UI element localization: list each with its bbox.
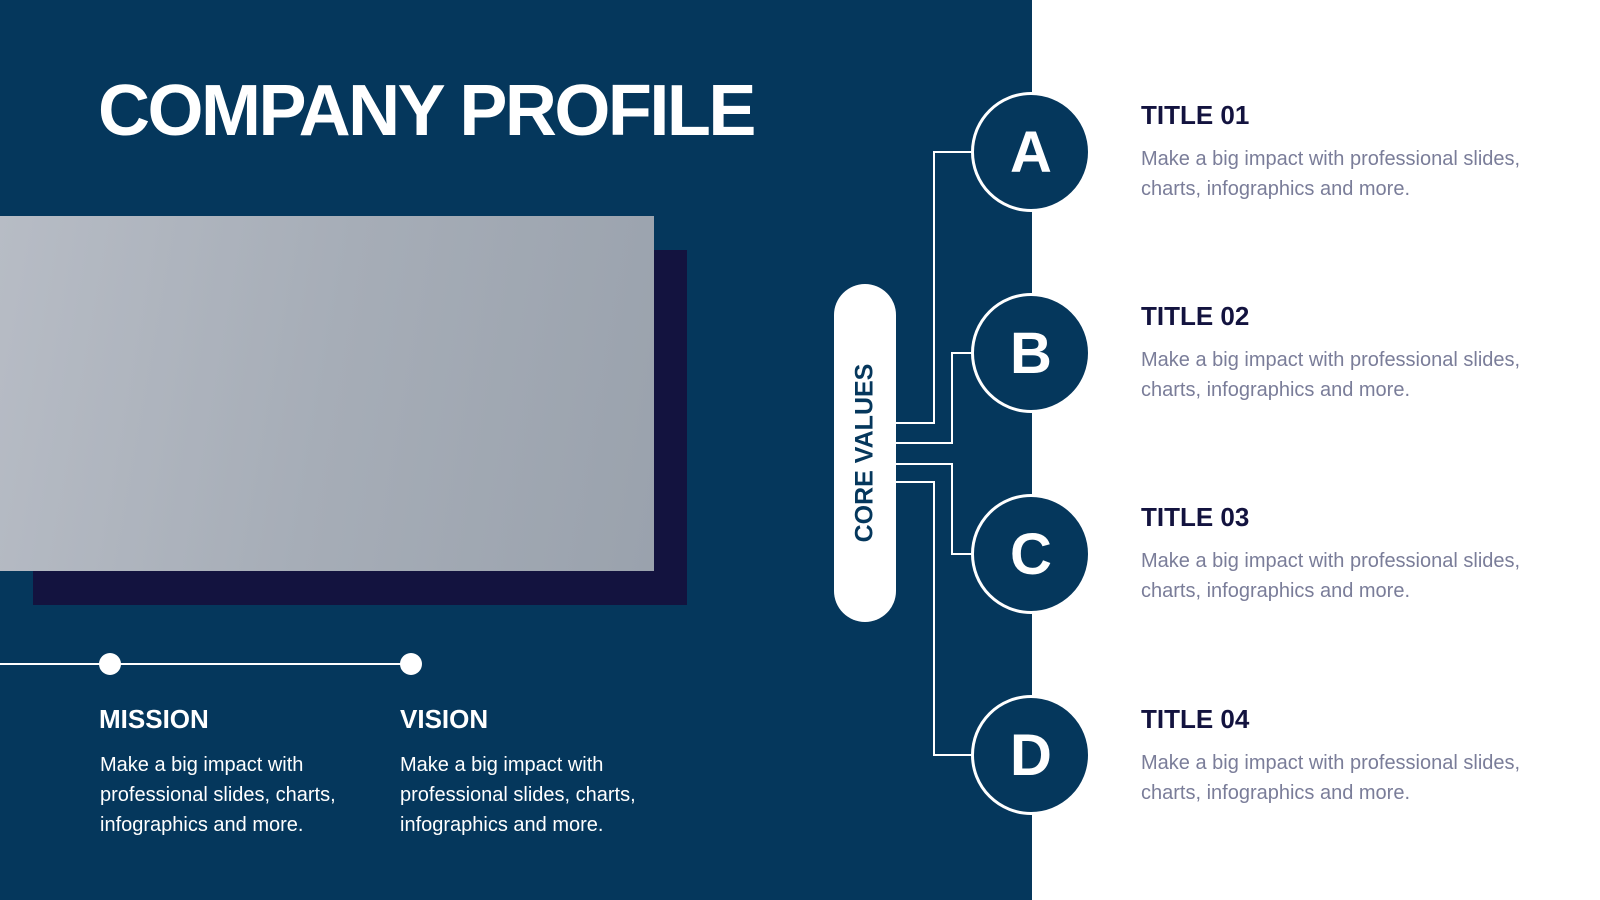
value-text: Make a big impact with professional slid… xyxy=(1141,752,1521,804)
value-circle-a: A xyxy=(971,92,1091,212)
value-text: Make a big impact with professional slid… xyxy=(1141,148,1521,200)
value-circle-d: D xyxy=(971,695,1091,815)
core-values-pill: CORE VALUES xyxy=(834,284,896,622)
mission-heading: MISSION xyxy=(99,704,209,734)
value-item: TITLE 02 Make a big impact with professio… xyxy=(1141,301,1541,405)
value-item: TITLE 03 Make a big impact with professio… xyxy=(1141,502,1541,606)
vision-text: Make a big impact with professional slid… xyxy=(400,754,636,836)
timeline-line xyxy=(0,663,410,665)
value-circle-c: C xyxy=(971,494,1091,614)
vision-heading: VISION xyxy=(400,704,489,734)
connector-b xyxy=(896,352,975,444)
image-placeholder xyxy=(0,216,654,571)
value-title: TITLE 02 xyxy=(1141,301,1250,331)
connector-d xyxy=(896,481,975,756)
value-text: Make a big impact with professional slid… xyxy=(1141,349,1521,401)
value-item: TITLE 04 Make a big impact with professio… xyxy=(1141,704,1541,808)
value-title: TITLE 01 xyxy=(1141,100,1250,130)
value-text: Make a big impact with professional slid… xyxy=(1141,550,1521,602)
value-circle-b: B xyxy=(971,293,1091,413)
mission-text: Make a big impact with professional slid… xyxy=(100,754,336,836)
core-values-label: CORE VALUES xyxy=(850,363,879,543)
value-title: TITLE 03 xyxy=(1141,502,1250,532)
connector-a xyxy=(896,151,975,424)
timeline-dot-mission xyxy=(99,653,121,675)
connector-c xyxy=(896,463,975,555)
timeline-dot-vision xyxy=(400,653,422,675)
page-title: COMPANY PROFILE xyxy=(98,71,756,151)
value-item: TITLE 01 Make a big impact with professio… xyxy=(1141,100,1541,204)
value-title: TITLE 04 xyxy=(1141,704,1250,734)
